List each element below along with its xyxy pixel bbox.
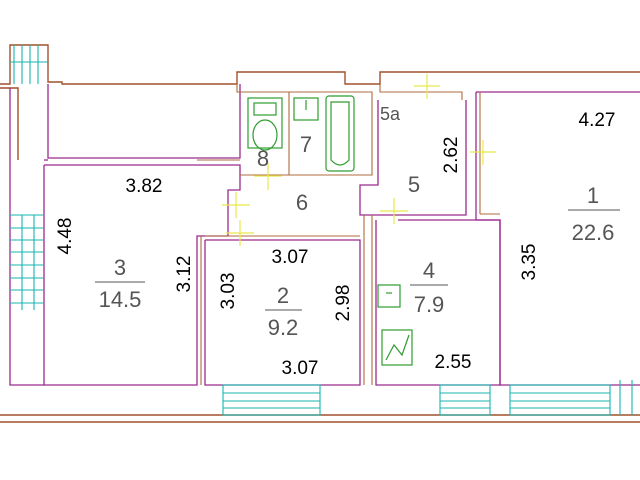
marker-room-5a [414, 74, 440, 99]
dim-room-2-right: 2.98 [333, 285, 354, 322]
fixtures [247, 95, 413, 366]
window-left [10, 214, 44, 310]
marker-room-1 [470, 140, 496, 165]
room-2-area: 9.2 [268, 315, 299, 340]
marker-room-2 [226, 220, 254, 246]
room-5-number: 5 [408, 172, 420, 197]
dim-room-3-width: 3.82 [126, 176, 163, 197]
sink-icon [293, 97, 319, 121]
partitions [9, 84, 640, 386]
room-labels: 1 22.6 2 9.2 3 14.5 4 7.9 5 5a 6 7 8 [95, 104, 620, 340]
room-5-walls [359, 100, 467, 216]
exterior-walls [0, 44, 640, 423]
room-8-number: 8 [257, 146, 269, 171]
room-5a-number: 5a [380, 104, 401, 124]
window-top-left [10, 45, 48, 84]
dimension-labels: 4.27 3.35 3.82 4.48 3.12 3.07 3.03 2.98 … [55, 110, 615, 379]
room-3-number: 3 [114, 255, 126, 280]
bath-block-walls [236, 84, 373, 176]
dim-room-5-length: 2.62 [441, 137, 462, 174]
upper-corridor-wall [47, 84, 241, 159]
toilet-icon [247, 97, 283, 151]
outer-wall-left [0, 44, 640, 85]
marker-room-5 [380, 198, 408, 224]
radiator-icon [377, 284, 401, 308]
room-7-number: 7 [300, 132, 312, 157]
room-1-number: 1 [587, 183, 599, 208]
room-4-area: 7.9 [414, 292, 445, 317]
window-room-4 [439, 384, 491, 416]
room-2-number: 2 [277, 283, 289, 308]
windows [10, 45, 633, 416]
dim-room-2-bottom: 3.07 [282, 358, 319, 379]
room-5-top [379, 84, 463, 100]
marker-room-3 [222, 192, 250, 218]
inner-walls [197, 84, 500, 385]
room-3-area: 14.5 [99, 287, 142, 312]
bathtub-icon [325, 95, 355, 172]
room-4-number: 4 [423, 258, 435, 283]
markers [222, 74, 496, 246]
room-1-area: 22.6 [572, 220, 615, 245]
room-6-number: 6 [296, 190, 308, 215]
dim-room-1-width: 4.27 [579, 110, 616, 131]
dim-room-3-side: 3.12 [174, 256, 195, 293]
left-corridor-wall [9, 88, 44, 386]
room-2-walls [204, 239, 361, 386]
outer-wall-left-inner [0, 87, 19, 160]
room-3-walls [43, 164, 241, 386]
dim-room-3-length: 4.48 [55, 218, 76, 255]
dim-room-4-width: 2.55 [435, 352, 472, 373]
window-room-1 [509, 380, 633, 416]
room-1-walls [475, 92, 640, 386]
stove-icon [381, 329, 413, 366]
dim-room-1-length: 3.35 [519, 244, 540, 281]
dim-room-2-left: 3.03 [218, 273, 239, 310]
marker-room-6 [254, 163, 282, 190]
dim-room-2-top: 3.07 [272, 247, 309, 268]
window-room-2 [222, 384, 321, 416]
